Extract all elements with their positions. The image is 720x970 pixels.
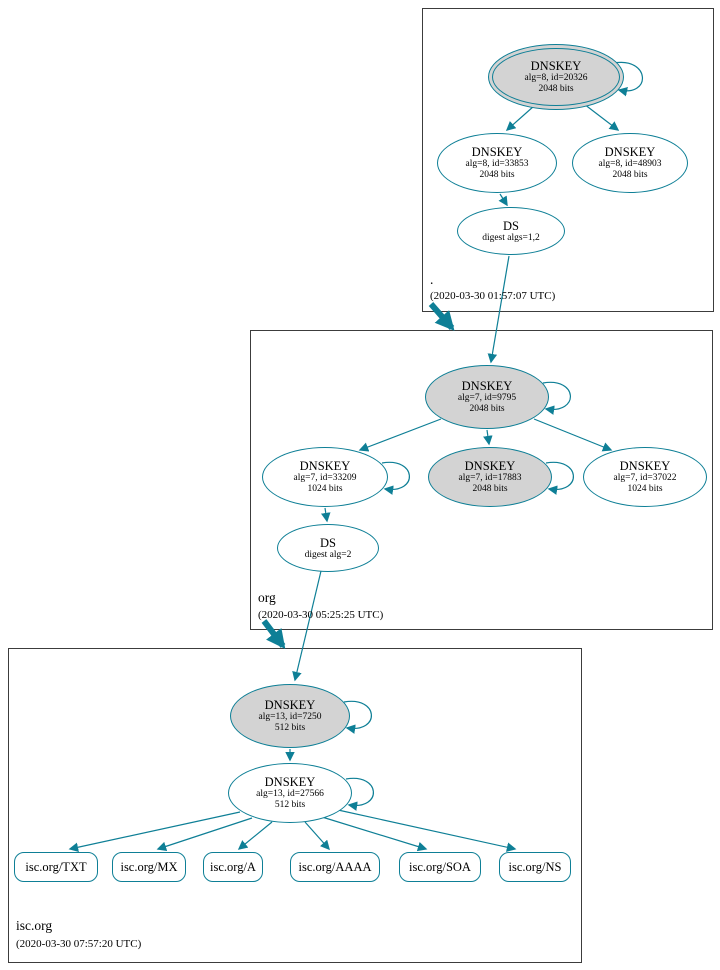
- rrset-node-aaaa: isc.org/AAAA: [290, 852, 380, 882]
- node-bits: 2048 bits: [479, 170, 515, 180]
- rrset-node-mx: isc.org/MX: [112, 852, 186, 882]
- node-title: DNSKEY: [264, 775, 316, 789]
- node-alg-id: alg=8, id=48903: [598, 159, 662, 169]
- node-alg-id: alg=13, id=7250: [258, 712, 322, 722]
- dnskey-node-org-key4: DNSKEY alg=7, id=37022 1024 bits: [583, 447, 707, 507]
- node-alg-id: alg=7, id=37022: [613, 473, 677, 483]
- node-bits: 2048 bits: [469, 404, 505, 414]
- zone-box-root: [422, 8, 714, 312]
- zone-timestamp-isc-org: (2020-03-30 07:57:20 UTC): [16, 938, 142, 950]
- dnskey-node-isc-zsk: DNSKEY alg=13, id=27566 512 bits: [228, 763, 352, 823]
- dnskey-node-org-ksk: DNSKEY alg=7, id=9795 2048 bits: [425, 365, 549, 429]
- node-alg-id: alg=7, id=9795: [457, 393, 517, 403]
- node-bits: 512 bits: [274, 723, 306, 733]
- node-title: DNSKEY: [604, 145, 656, 159]
- dnskey-node-isc-ksk: DNSKEY alg=13, id=7250 512 bits: [230, 684, 350, 748]
- node-title: DNSKEY: [464, 459, 516, 473]
- node-digest: digest alg=2: [304, 549, 352, 560]
- dnskey-node-root-zsk: DNSKEY alg=8, id=33853 2048 bits: [437, 133, 557, 193]
- dnskey-node-root-key3: DNSKEY alg=8, id=48903 2048 bits: [572, 133, 688, 193]
- node-title: DS: [320, 535, 336, 550]
- node-digest: digest algs=1,2: [482, 232, 540, 243]
- node-title: DS: [503, 218, 519, 233]
- node-title: DNSKEY: [264, 698, 316, 712]
- node-alg-id: alg=7, id=33209: [293, 473, 357, 483]
- dnskey-node-org-zsk: DNSKEY alg=7, id=33209 1024 bits: [262, 447, 388, 507]
- ds-node-root: DS digest algs=1,2: [457, 207, 565, 255]
- node-bits: 1024 bits: [627, 484, 663, 494]
- node-alg-id: alg=8, id=33853: [465, 159, 529, 169]
- node-bits: 1024 bits: [307, 484, 343, 494]
- ds-node-org: DS digest alg=2: [277, 524, 379, 572]
- zone-timestamp-org: (2020-03-30 05:25:25 UTC): [258, 609, 384, 621]
- rrset-node-ns: isc.org/NS: [499, 852, 571, 882]
- node-title: DNSKEY: [299, 459, 351, 473]
- zone-label-org: org: [258, 590, 276, 605]
- node-title: DNSKEY: [471, 145, 523, 159]
- rrset-node-txt: isc.org/TXT: [14, 852, 98, 882]
- dnskey-node-org-key3: DNSKEY alg=7, id=17883 2048 bits: [428, 447, 552, 507]
- node-title: DNSKEY: [619, 459, 671, 473]
- node-bits: 512 bits: [274, 800, 306, 810]
- node-bits: 2048 bits: [538, 84, 574, 94]
- node-alg-id: alg=8, id=20326: [524, 73, 588, 83]
- zone-box-org: [250, 330, 713, 630]
- node-bits: 2048 bits: [612, 170, 648, 180]
- node-alg-id: alg=13, id=27566: [256, 789, 324, 799]
- node-title: DNSKEY: [530, 59, 582, 73]
- node-title: DNSKEY: [461, 379, 513, 393]
- rrset-node-soa: isc.org/SOA: [399, 852, 481, 882]
- rrset-node-a: isc.org/A: [203, 852, 263, 882]
- zone-label-root: .: [430, 272, 434, 287]
- node-alg-id: alg=7, id=17883: [458, 473, 522, 483]
- dnskey-node-root-ksk: DNSKEY alg=8, id=20326 2048 bits: [488, 44, 624, 110]
- zone-label-isc-org: isc.org: [16, 918, 53, 933]
- zone-timestamp-root: (2020-03-30 01:57:07 UTC): [430, 290, 556, 302]
- node-bits: 2048 bits: [472, 484, 508, 494]
